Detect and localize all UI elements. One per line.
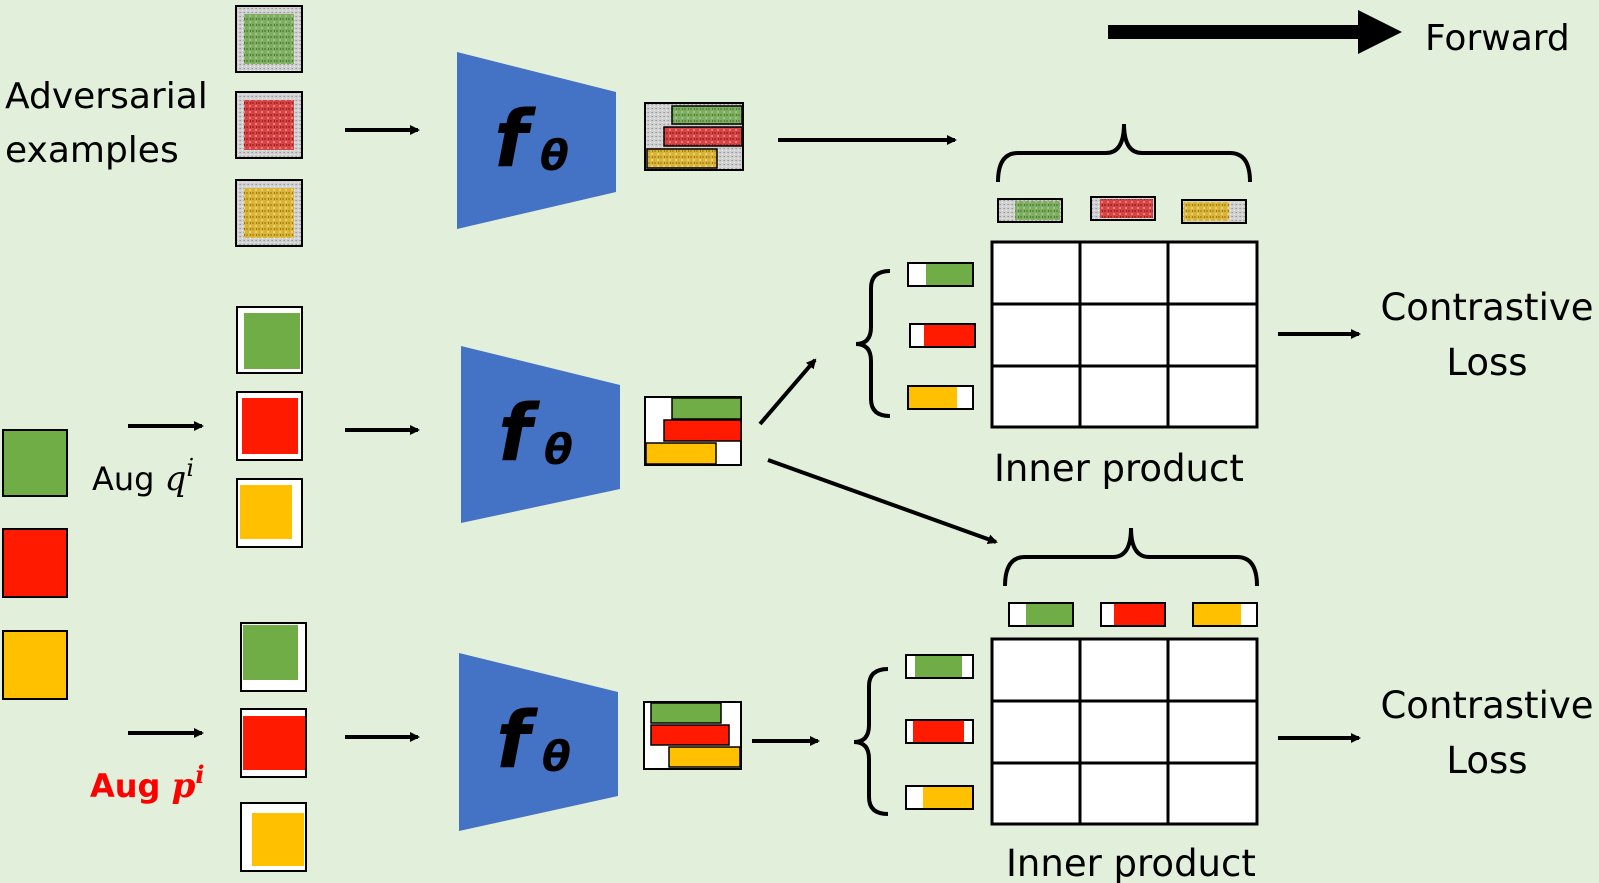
brace-top-1 xyxy=(996,123,1252,183)
feature-stack-bottom xyxy=(643,701,742,770)
matrix1-column-features xyxy=(997,196,1247,224)
feature-stack-top xyxy=(644,102,744,171)
encoder-middle-theta: θ xyxy=(544,425,573,474)
inner-product-matrix-2 xyxy=(990,637,1259,826)
adversarial-image-green xyxy=(235,5,303,73)
matrix2-column-features xyxy=(1008,602,1258,627)
aug-q-image-yellow xyxy=(236,478,303,548)
forward-arrow-shaft xyxy=(1108,25,1363,39)
encoder-bottom-theta: θ xyxy=(542,732,571,781)
contrastive-loss-top-line1: Contrastive xyxy=(1380,286,1593,329)
brace-left-2 xyxy=(853,667,889,816)
original-image-yellow xyxy=(2,630,68,700)
adversarial-label-line2: examples xyxy=(5,130,179,171)
contrastive-loss-bottom-line1: Contrastive xyxy=(1380,684,1593,727)
encoder-top: f θ xyxy=(457,52,616,229)
contrastive-loss-bottom-line2: Loss xyxy=(1446,739,1527,782)
matrix2-row-features xyxy=(905,654,974,810)
aug-q-image-green xyxy=(236,306,303,374)
aug-p-image-green xyxy=(240,622,307,692)
encoder-middle: f θ xyxy=(461,346,620,523)
encoder-bottom: f θ xyxy=(459,653,618,831)
arrow-mid-feature-down xyxy=(767,458,998,544)
forward-label: Forward xyxy=(1425,18,1570,59)
aug-p-image-red xyxy=(240,708,307,778)
feature-stack-middle xyxy=(644,396,742,466)
inner-product-label-top: Inner product xyxy=(994,447,1244,490)
matrix1-row-features xyxy=(907,262,976,410)
original-image-red xyxy=(2,528,68,598)
forward-arrow-head xyxy=(1358,10,1402,54)
adversarial-image-red xyxy=(235,91,303,159)
aug-p-label: Aug pi xyxy=(90,760,205,806)
inner-product-matrix-1 xyxy=(990,240,1259,429)
brace-left-1 xyxy=(855,269,891,418)
forward-legend: Forward xyxy=(1108,10,1570,59)
encoder-top-theta: θ xyxy=(540,131,569,180)
contrastive-loss-top-line2: Loss xyxy=(1446,341,1527,384)
inner-product-label-bottom: Inner product xyxy=(1006,842,1256,883)
brace-top-2 xyxy=(1003,527,1259,587)
aug-p-image-yellow xyxy=(240,802,307,872)
flow-arrows xyxy=(128,125,1361,746)
aug-q-label: Aug qi xyxy=(92,454,194,499)
aug-q-image-red xyxy=(236,391,303,461)
adversarial-image-yellow xyxy=(235,179,303,247)
original-image-green xyxy=(2,429,68,497)
adversarial-label-line1: Adversarial xyxy=(5,76,208,117)
arrow-mid-feature-up xyxy=(758,358,817,426)
